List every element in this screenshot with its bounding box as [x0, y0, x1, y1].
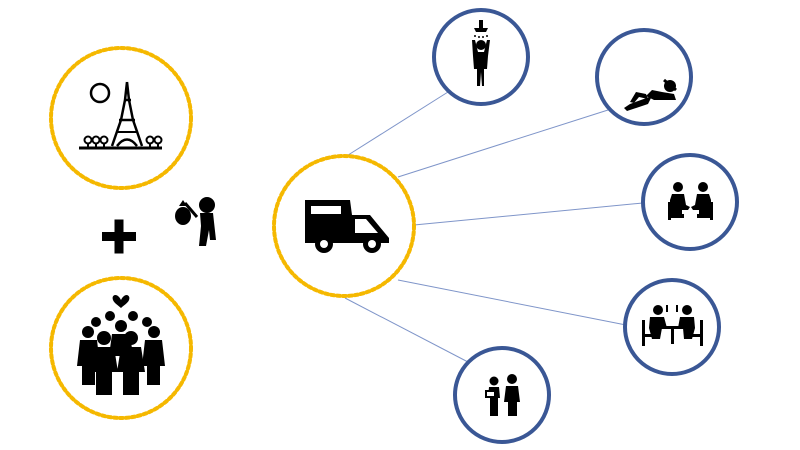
connector-dining: [397, 279, 627, 326]
connectors: [344, 91, 644, 363]
camper-van-icon: [305, 200, 389, 253]
handover-ring: [453, 346, 551, 444]
plus-icon: [102, 219, 136, 254]
shower-icon: [472, 20, 490, 86]
connector-relax: [397, 109, 609, 178]
paris-ring: [49, 46, 193, 190]
connector-shower: [344, 91, 449, 158]
traveler-bindle-icon: [175, 197, 216, 246]
group-heart-icon: [77, 295, 165, 395]
conversation-icon: [668, 182, 713, 220]
connector-conversation: [413, 202, 644, 226]
hub-ring: [272, 154, 416, 298]
relaxing-person-icon: [624, 78, 677, 111]
conversation-ring: [641, 153, 739, 251]
dining-table-icon: [642, 305, 703, 346]
relax-ring: [595, 28, 693, 126]
group-ring: [49, 276, 193, 420]
delivery-handover-icon: [485, 374, 520, 416]
connector-handover: [344, 297, 469, 363]
eiffel-tower-icon: [79, 81, 163, 150]
